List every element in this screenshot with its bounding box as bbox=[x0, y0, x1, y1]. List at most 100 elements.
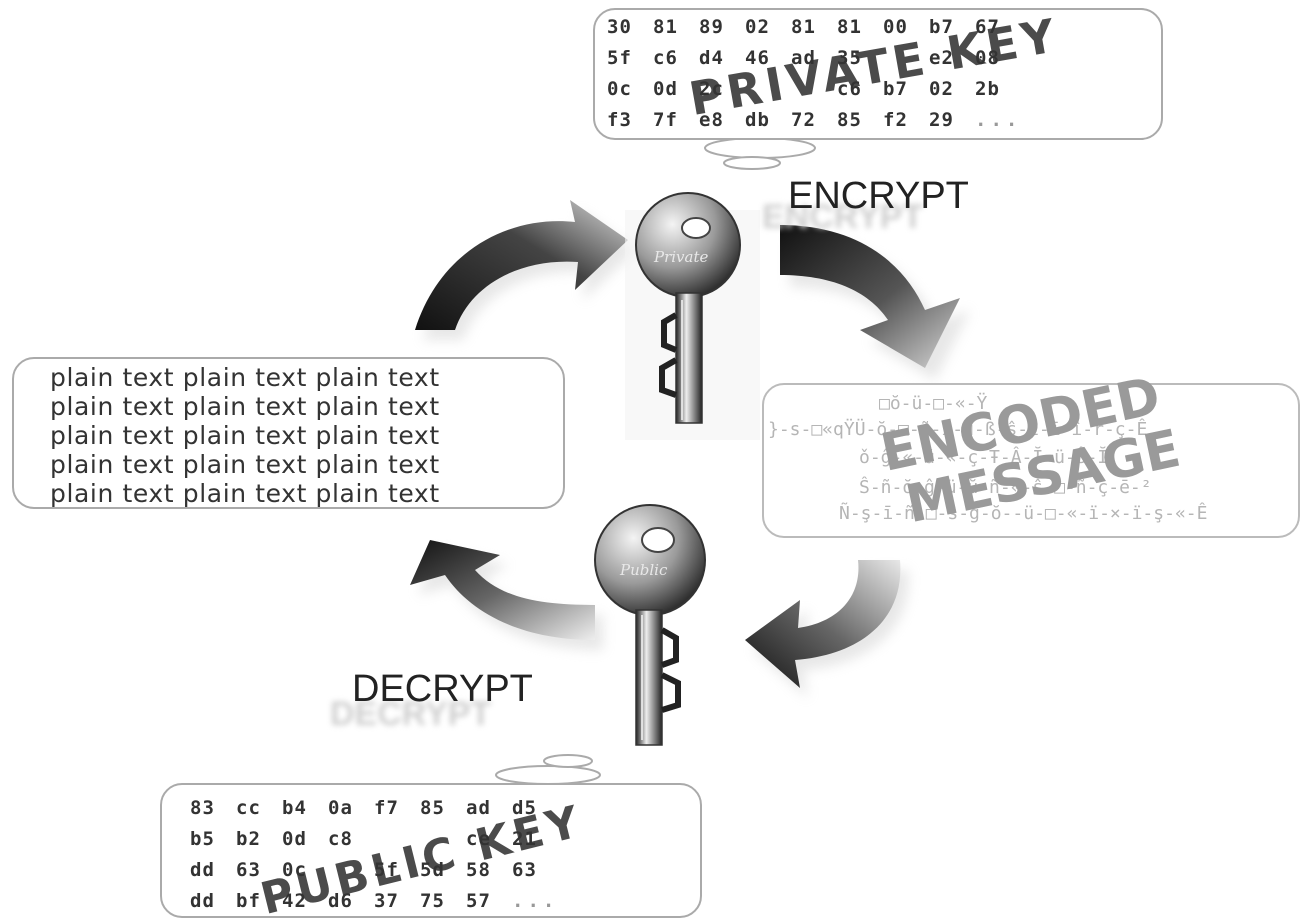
public-key-hex-byte: 5d bbox=[420, 859, 445, 881]
public-key-hex-byte: b2 bbox=[236, 828, 261, 850]
private-key-hex-byte: c6 bbox=[653, 47, 678, 69]
encoded-noise-glyphs: ǒ-ĝ-«-ŭ-«-ç-Ŧ-Â-Ĭ-ü-Ŝ-Ĭ bbox=[859, 447, 1109, 468]
encoded-noise-glyphs: Ŝ-ñ-ŏ-ĝ-ü-ŭ-ñ-«-ŝ-□-ñ-ç-ē-² bbox=[859, 477, 1152, 498]
public-key-hex-byte: cc bbox=[236, 797, 261, 819]
private-key-hex-byte: 02 bbox=[745, 16, 770, 38]
public-key-hex-byte: d6 bbox=[328, 890, 353, 912]
public-key-hex-byte: 21 bbox=[512, 828, 537, 850]
private-key-engraving: Private bbox=[653, 248, 709, 266]
private-key-hex-byte: 35 bbox=[837, 47, 862, 69]
private-key-hex-byte: f2 bbox=[883, 109, 908, 131]
private-key-hex-grid: 30 81 89 02 81 81 00 b7 67 5f c6 d4 46 ad 35 e2 08 0c 0d 2c… bbox=[607, 12, 1021, 136]
encrypt-label: ENCRYPT bbox=[788, 175, 969, 217]
public-key-hex-byte: b5 bbox=[190, 828, 215, 850]
public-key-hex-byte: 0c bbox=[282, 859, 307, 881]
public-key-hex-byte: f7 bbox=[374, 797, 399, 819]
public-key-hex-row: dd 63 0c 5f 5d 58 63 bbox=[190, 855, 558, 886]
encoded-noise-glyphs: Ñ-ş-ī-ñ-□-ŝ-ĝ-ŏ--ü-□-«-ï-×-ï-ş-«-Ê bbox=[839, 503, 1208, 524]
private-key-hex-byte: b7 bbox=[883, 78, 908, 100]
private-key-hex-byte: 0d bbox=[653, 78, 678, 100]
public-key-hex-byte: d5 bbox=[512, 797, 537, 819]
private-key-hex-byte: 30 bbox=[607, 16, 632, 38]
public-key-hex-row: b5 b2 0d c8 ce 21 bbox=[190, 824, 558, 855]
private-key-hex-byte: 08 bbox=[975, 47, 1000, 69]
private-key-hex-byte: 81 bbox=[791, 16, 816, 38]
private-key-hex-byte: c6 bbox=[837, 78, 862, 100]
public-key-hex-byte: 63 bbox=[236, 859, 261, 881]
public-key-hex-byte: 57 bbox=[466, 890, 491, 912]
encrypt-label-shadow: ENCRYPT bbox=[762, 198, 924, 236]
arrow-to-encoded-message bbox=[780, 225, 970, 380]
encoded-message-bubble: □ŏ-ü-□-«-Ÿ }-s-□«qŸÜ-ŏ-□-ñ-ī-ŭ-ß-ŝ-ï-ī-î… bbox=[762, 366, 1300, 538]
private-key-bubble: 30 81 89 02 81 81 00 b7 67 5f c6 d4 46 ad 35 e2 08 0c 0d 2c… bbox=[593, 8, 1163, 140]
public-key-hex-byte: ce bbox=[466, 828, 491, 850]
private-key-icon: Private bbox=[625, 192, 760, 440]
public-key-hex-byte: ... bbox=[512, 890, 559, 912]
plain-text-row: plain text plain text plain text bbox=[50, 392, 440, 421]
decrypt-label: DECRYPT bbox=[352, 668, 533, 710]
public-key-engraving: Public bbox=[619, 561, 668, 579]
private-key-hex-row: 0c 0d 2c c6 b7 02 2b bbox=[607, 74, 1021, 105]
private-key-hex-byte: 67 bbox=[975, 16, 1000, 38]
arrow-to-private-key bbox=[415, 200, 636, 340]
private-key-hex-byte: 2b bbox=[975, 78, 1000, 100]
public-key-hex-byte: 75 bbox=[420, 890, 445, 912]
private-key-hex-byte: e8 bbox=[699, 109, 724, 131]
public-key-hex-byte: 5f bbox=[374, 859, 399, 881]
public-key-hex-byte: b4 bbox=[282, 797, 307, 819]
private-key-hex-byte: 85 bbox=[837, 109, 862, 131]
private-key-hex-byte: 2c bbox=[699, 78, 724, 100]
private-key-hex-byte: 89 bbox=[699, 16, 724, 38]
private-key-hex-byte: e2 bbox=[929, 47, 954, 69]
public-key-hex-byte: dd bbox=[190, 859, 215, 881]
encoded-noise-glyphs: □ŏ-ü-□-«-Ÿ bbox=[879, 393, 988, 414]
public-key-hex-byte: bf bbox=[236, 890, 261, 912]
private-key-bubble-tail bbox=[704, 137, 816, 170]
private-key-hex-byte: 46 bbox=[745, 47, 770, 69]
private-key-hex-byte: 00 bbox=[883, 16, 908, 38]
private-key-hex-byte: 72 bbox=[791, 109, 816, 131]
plain-text-row: plain text plain text plain text bbox=[50, 479, 440, 508]
public-key-hex-byte: 58 bbox=[466, 859, 491, 881]
encoded-noise-glyphs: }-s-□«qŸÜ-ŏ-□-ñ-ī-ŭ-ß-ŝ-ï-ī-î-ŕ-ç-Ê bbox=[768, 419, 1148, 440]
plain-text-row: plain text plain text plain text bbox=[50, 450, 440, 479]
public-key-hex-byte: 83 bbox=[190, 797, 215, 819]
public-key-hex-byte: 42 bbox=[282, 890, 307, 912]
public-key-hex-byte: c8 bbox=[328, 828, 353, 850]
private-key-hex-byte: ad bbox=[791, 47, 816, 69]
private-key-hex-byte: 81 bbox=[653, 16, 678, 38]
private-key-hex-byte: b7 bbox=[929, 16, 954, 38]
private-key-hex-row: 5f c6 d4 46 ad 35 e2 08 bbox=[607, 43, 1021, 74]
arrow-to-public-key bbox=[745, 560, 909, 698]
plain-text-row: plain text plain text plain text bbox=[50, 363, 440, 392]
public-key-hex-byte: 63 bbox=[512, 859, 537, 881]
public-key-icon: Public bbox=[594, 504, 706, 746]
decrypt-label-shadow: DECRYPT bbox=[330, 695, 492, 733]
private-key-hex-byte: f3 bbox=[607, 109, 632, 131]
public-key-hex-byte: 85 bbox=[420, 797, 445, 819]
public-key-bubble-tail bbox=[495, 754, 601, 785]
private-key-hex-byte: 0c bbox=[607, 78, 632, 100]
arrow-to-plain-text bbox=[410, 540, 603, 650]
public-key-hex-byte: ad bbox=[466, 797, 491, 819]
private-key-hex-row: 30 81 89 02 81 81 00 b7 67 bbox=[607, 12, 1021, 43]
private-key-hex-byte: 5f bbox=[607, 47, 632, 69]
public-key-hex-byte: 37 bbox=[374, 890, 399, 912]
private-key-hex-byte: 02 bbox=[929, 78, 954, 100]
private-key-hex-byte: 81 bbox=[837, 16, 862, 38]
private-key-hex-byte: 7f bbox=[653, 109, 678, 131]
private-key-hex-byte: 29 bbox=[929, 109, 954, 131]
public-key-hex-byte: 0d bbox=[282, 828, 307, 850]
public-key-hex-byte: dd bbox=[190, 890, 215, 912]
private-key-hex-byte: db bbox=[745, 109, 770, 131]
plain-text-row: plain text plain text plain text bbox=[50, 421, 440, 450]
private-key-hex-byte: d4 bbox=[699, 47, 724, 69]
